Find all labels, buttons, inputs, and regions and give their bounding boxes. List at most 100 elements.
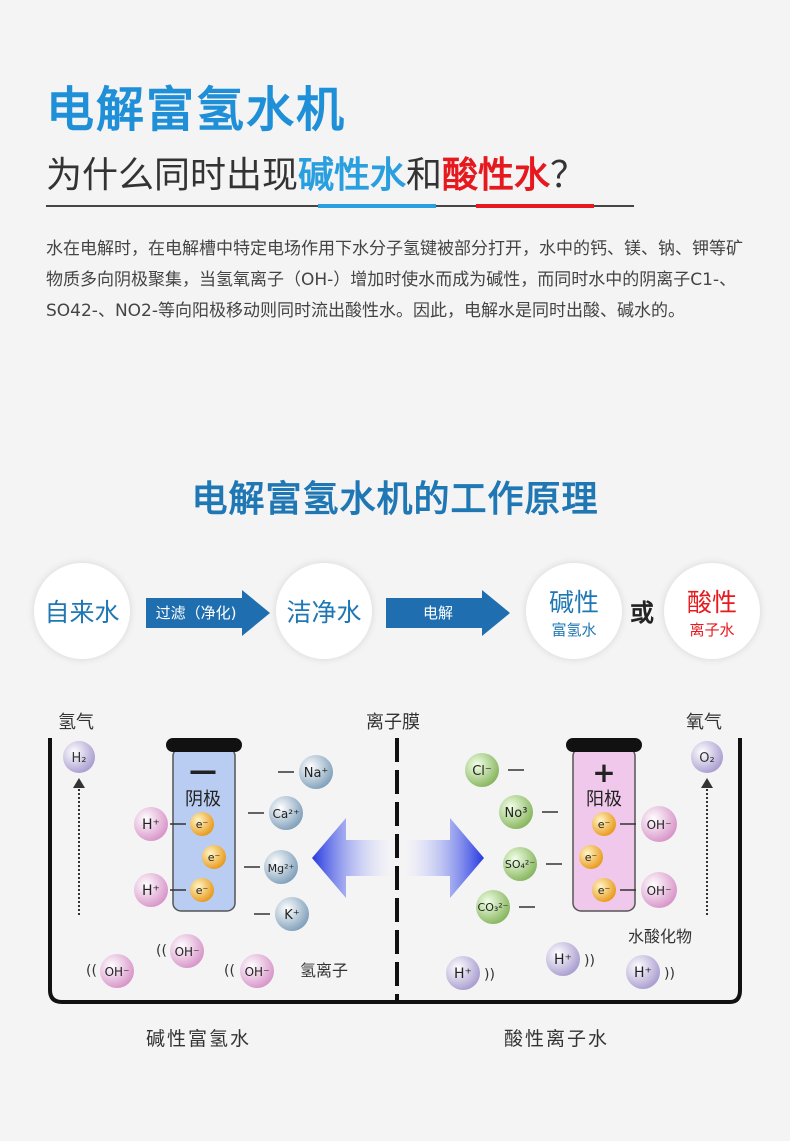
cl-ion [465,753,499,787]
subtitle-alkaline: 碱性水 [298,155,407,196]
flow-result-alkaline: 碱性 富氢水 [526,563,622,659]
flow-result-acidic-big: 酸性 [686,587,737,617]
section-title: 电解富氢水机的工作原理 [191,479,599,520]
flow-result-acidic: 酸性 离子水 [664,563,760,659]
h2-rise-arrowhead [73,778,85,788]
oh-minus-label: OH⁻ [245,965,270,979]
flow-arrow-filter-label: 过滤（净化) [156,604,237,622]
subtitle-suffix: ？ [550,155,587,196]
oh-minus-ion [641,872,677,908]
wave-mark: (( [86,963,97,979]
wave-mark: )) [584,953,595,969]
oh-minus-ion [100,954,134,988]
electron [202,845,226,869]
na-ion [299,755,333,789]
h-plus-label: H⁺ [634,965,652,981]
oh-minus-label: OH⁻ [105,965,130,979]
flow-step-tap-water-label: 自来水 [44,598,120,627]
membrane-label: 离子膜 [366,712,420,733]
oh-minus-label: OH⁻ [647,818,672,832]
alkaline-water-label: 碱性富氢水 [146,1028,252,1050]
cathode-cap [166,738,242,752]
electron [592,878,616,902]
so4-label: SO₄²⁻ [505,858,535,871]
flow-arrow-electrolysis-label: 电解 [423,604,453,622]
na-label: Na⁺ [304,766,329,781]
o2-molecule [691,741,723,773]
oh-minus-ion [170,934,204,968]
page-subtitle: 为什么同时出现碱性水和酸性水？ [46,146,586,198]
wave-mark: (( [156,943,167,959]
flow-result-alkaline-small: 富氢水 [551,620,597,639]
anion-migration-arrow [406,818,484,898]
h2-molecule [63,741,95,773]
electron-label: e⁻ [585,851,598,864]
flow-step-clean-water: 洁净水 [276,563,372,659]
electron-label: e⁻ [208,851,221,864]
k-ion [275,897,309,931]
o2-rise-arrowhead [701,778,713,788]
electron-label: e⁻ [598,884,611,897]
wave-mark: )) [484,967,495,983]
anode-cap [566,738,642,752]
electron [190,878,214,902]
ca-ion [269,796,303,830]
h2-label: H₂ [72,751,87,766]
so4-ion [503,847,537,881]
anode-sign: + [592,756,615,789]
mg-label: Mg²⁺ [268,862,295,875]
divider-accent-blue [318,204,436,208]
explanation-paragraph: 水在电解时，在电解槽中特定电场作用下水分子氢键被部分打开，水中的钙、镁、钠、钾等… [46,239,743,321]
cathode-sign: — [189,754,217,787]
oh-minus-ion [240,954,274,988]
h-plus-ion [546,942,580,976]
electrolysis-diagram: 氢气 离子膜 氧气 H₂ O₂ — 阴极 + 阳极 H⁺ H⁺ e⁻ e⁻ e⁻… [48,712,742,1004]
k-label: K⁺ [284,908,299,923]
subtitle-acidic: 酸性水 [442,155,551,196]
cation-migration-arrow [312,818,390,898]
hydrogen-ion-label: 氢离子 [300,961,348,980]
wave-mark: )) [664,966,675,982]
acidic-water-label: 酸性离子水 [504,1028,610,1050]
flow-step-clean-water-label: 洁净水 [286,598,362,627]
hydrogen-gas-label: 氢气 [58,712,94,733]
electron-label: e⁻ [196,884,209,897]
electron-label: e⁻ [196,818,209,831]
subtitle-middle: 和 [406,155,443,196]
flow-result-acidic-small: 离子水 [689,620,735,639]
no3-label: No³ [505,806,528,821]
o2-label: O₂ [699,751,714,766]
cl-label: Cl⁻ [472,764,492,779]
co3-ion [476,890,510,924]
oxygen-gas-label: 氧气 [686,712,722,733]
flow-arrow-filter: 过滤（净化) [146,590,270,636]
electron [579,845,603,869]
ca-label: Ca²⁺ [273,807,300,821]
no3-ion [499,795,533,829]
flow-arrow-electrolysis: 电解 [386,590,510,636]
h-plus-ion [626,955,660,989]
electron-label: e⁻ [598,818,611,831]
electron [190,812,214,836]
h-plus-label: H⁺ [142,883,160,899]
oh-minus-ion [641,806,677,842]
oh-minus-label: OH⁻ [647,884,672,898]
h-plus-ion [134,873,168,907]
flow-result-alkaline-big: 碱性 [548,587,599,617]
cathode-label: 阴极 [185,789,221,810]
h-plus-label: H⁺ [554,952,572,968]
co3-label: CO₃²⁻ [478,901,509,914]
anode-label: 阳极 [586,789,622,810]
oh-minus-label: OH⁻ [175,945,200,959]
h-plus-ion [446,956,480,990]
electron [592,812,616,836]
page-title: 电解富氢水机 [46,82,347,138]
flow-step-tap-water: 自来水 [34,563,130,659]
h-plus-label: H⁺ [142,817,160,833]
flow-or-label: 或 [630,599,654,627]
h-plus-ion [134,807,168,841]
h-plus-label: H⁺ [454,966,472,982]
wave-mark: (( [224,963,235,979]
subtitle-prefix: 为什么同时出现 [46,155,299,196]
divider-accent-red [476,204,594,208]
